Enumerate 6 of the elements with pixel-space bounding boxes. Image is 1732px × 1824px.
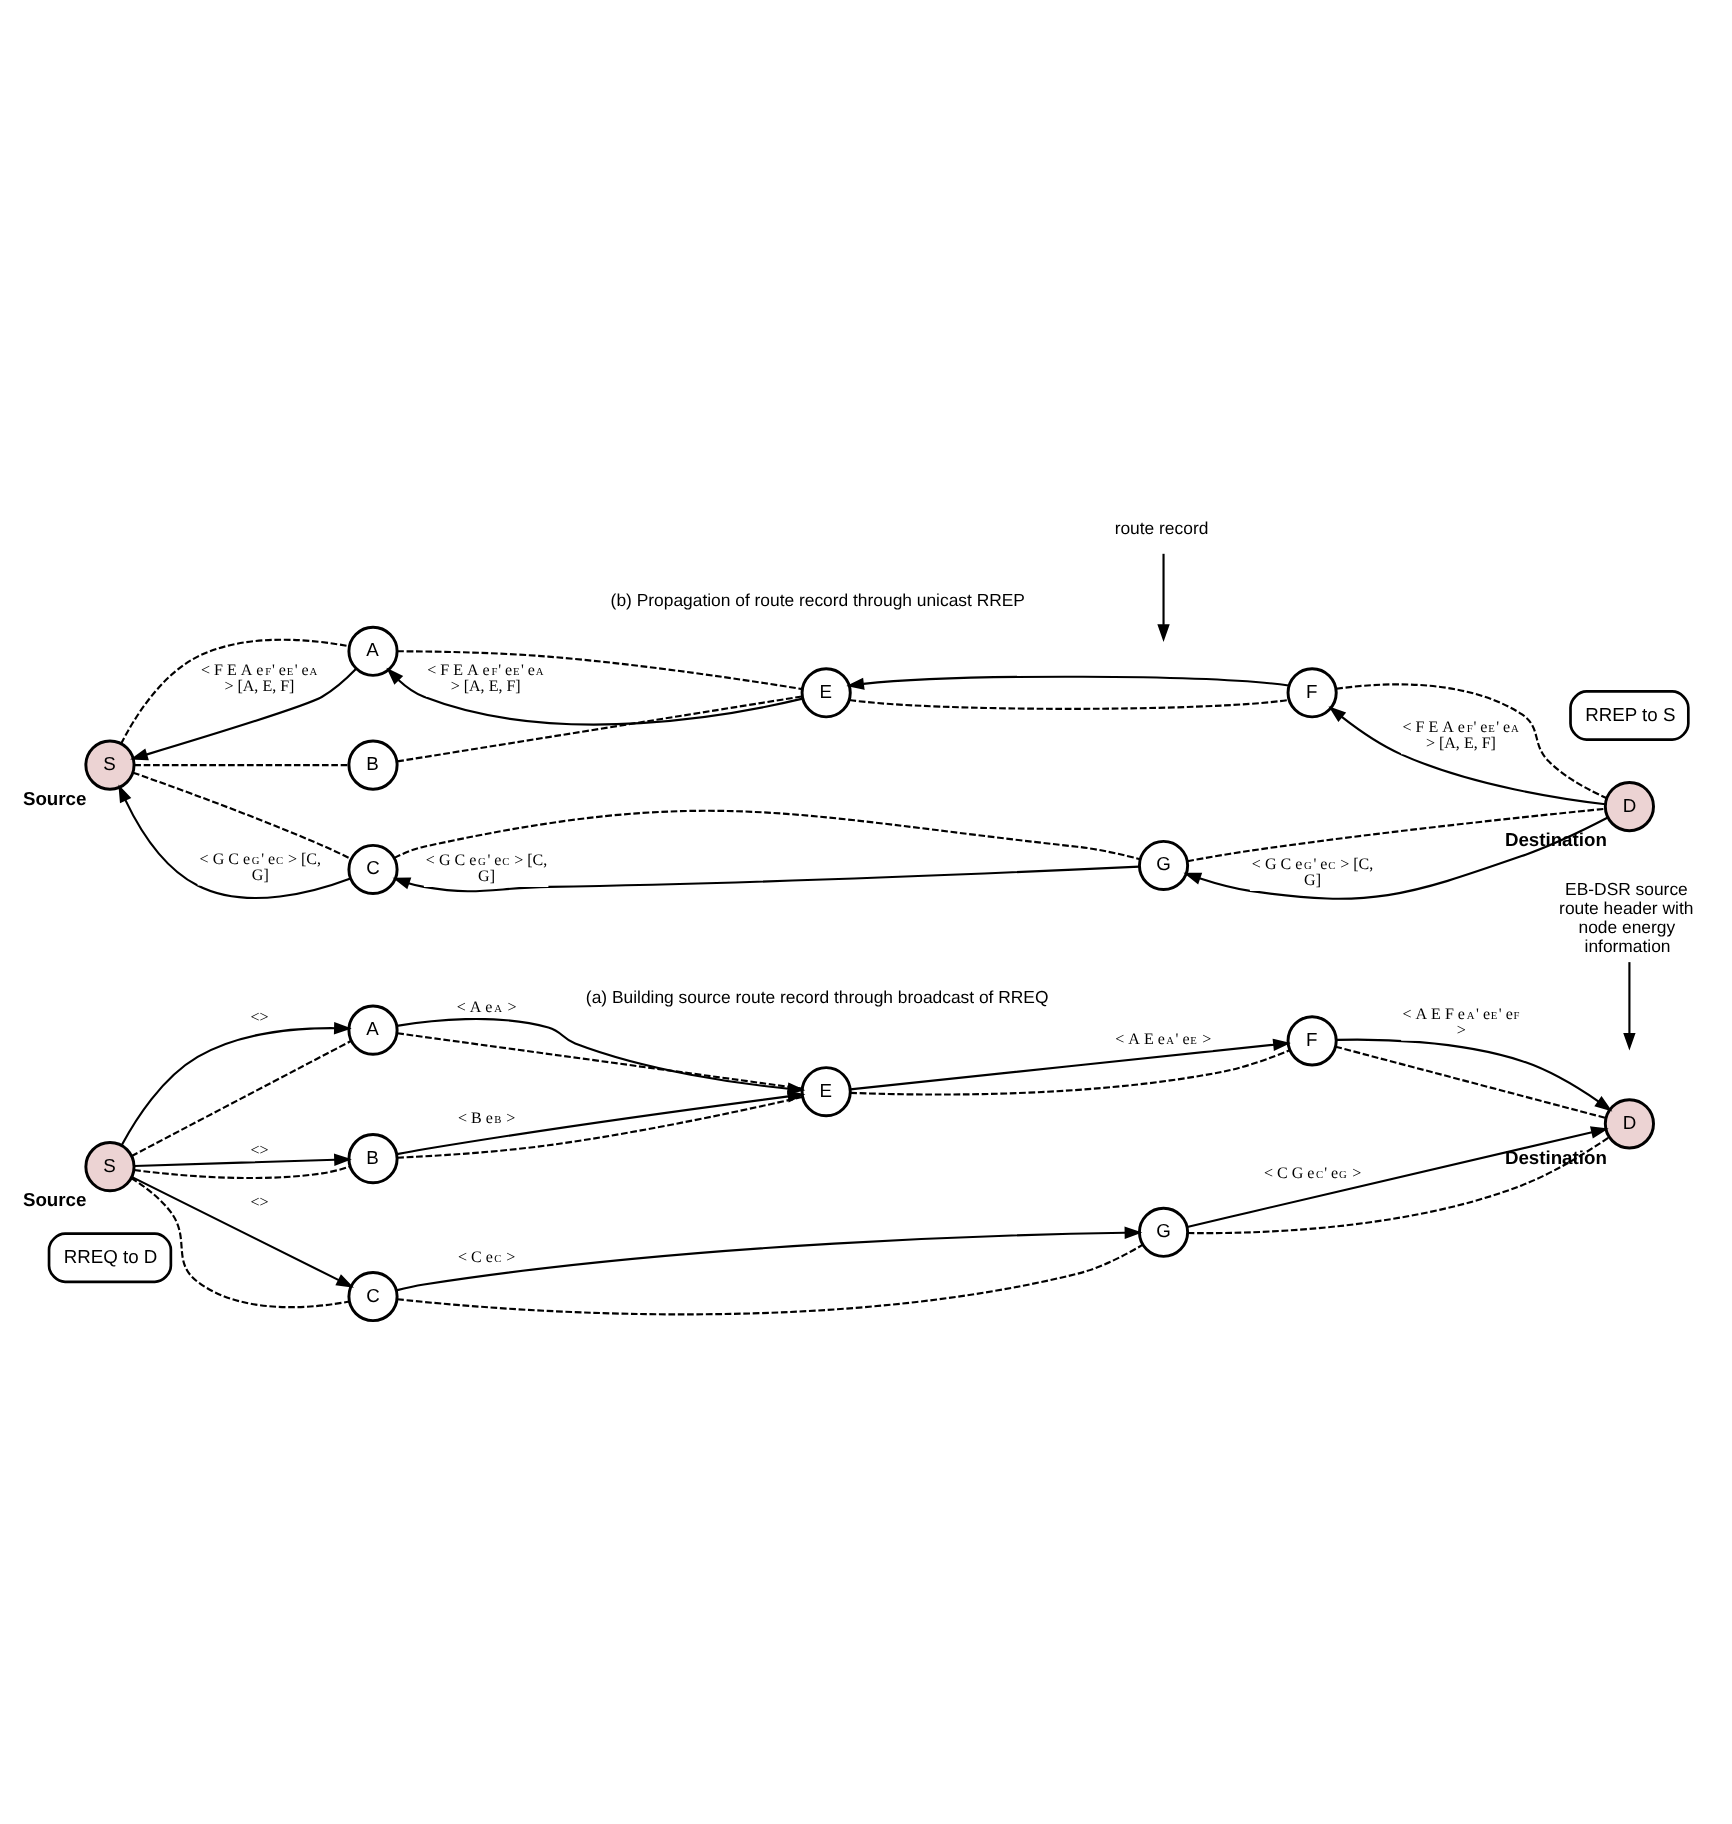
- label: (b) Propagation of route record through unicast RREP: [610, 589, 1025, 610]
- node-text: EB-DSR source route header with node energy information: [1559, 878, 1694, 955]
- node-text: route record: [1114, 517, 1209, 537]
- label: (a) Building source route record through broadcast of RREQ: [585, 985, 1049, 1006]
- node-label: Source: [22, 787, 87, 808]
- node-label: Source: [22, 1189, 87, 1210]
